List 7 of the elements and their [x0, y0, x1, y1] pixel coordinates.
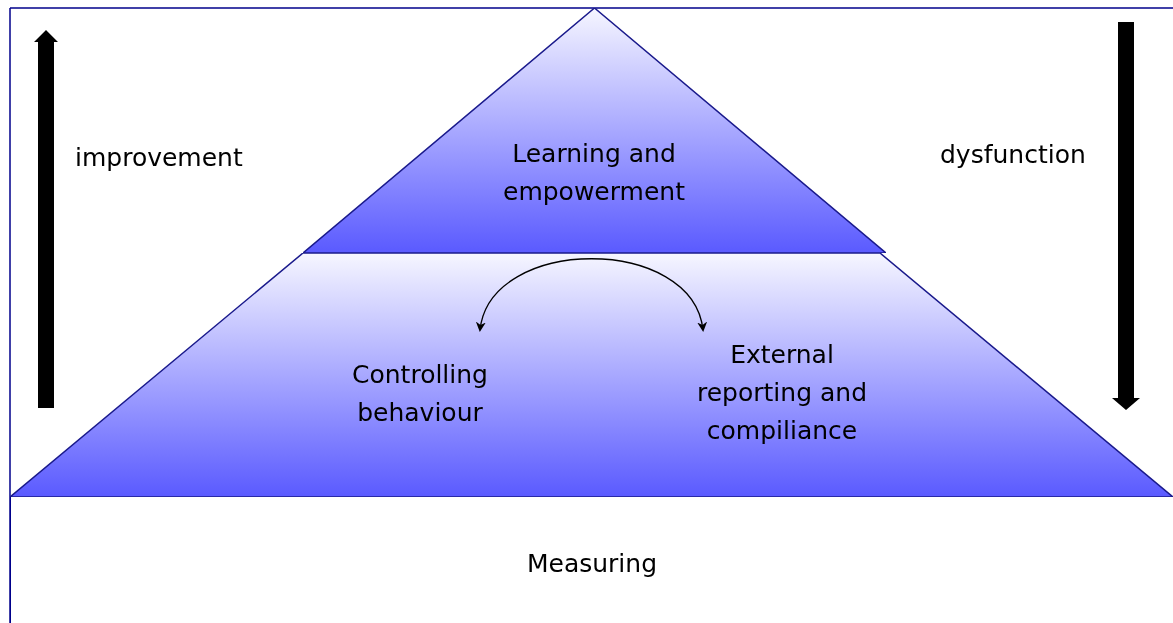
node-label: Controlling behaviour [351, 359, 489, 429]
direction-label: improvement [75, 142, 243, 174]
node-label: Learning and empowerment [502, 138, 686, 208]
direction-label: dysfunction [940, 139, 1086, 171]
band-label: Measuring [525, 548, 659, 580]
curved-double-arrow [477, 258, 706, 332]
node-label: External reporting and compiliance [696, 339, 868, 447]
